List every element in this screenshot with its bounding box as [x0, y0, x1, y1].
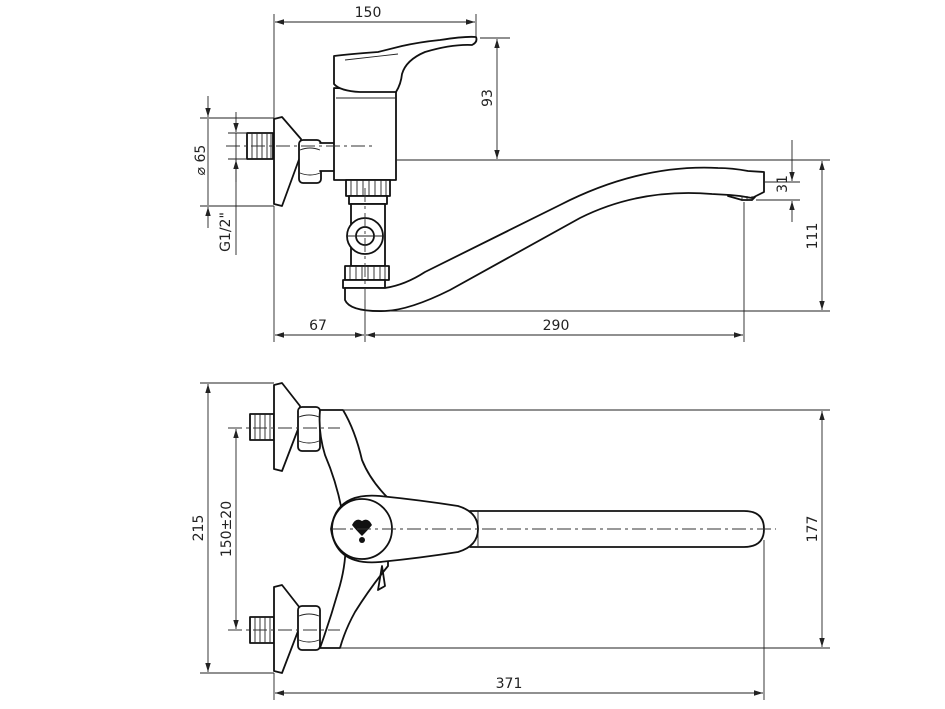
mixer-body	[333, 87, 397, 181]
svg-text:111: 111	[805, 223, 821, 250]
dim-total-height: 215	[191, 382, 274, 674]
svg-text:67: 67	[309, 318, 327, 334]
dim-reach: 67 290	[273, 202, 745, 342]
lever-handle[interactable]	[333, 35, 478, 93]
svg-text:215: 215	[191, 515, 207, 542]
upper-inlet	[249, 382, 321, 472]
wall-flange	[273, 116, 302, 207]
diverter-valve	[342, 179, 391, 289]
spout	[344, 166, 765, 312]
union-nut	[298, 139, 322, 184]
svg-text:G1/2": G1/2"	[218, 212, 234, 252]
svg-text:93: 93	[480, 89, 496, 107]
dim-total-length: 371	[273, 540, 765, 700]
side-view: 150 93 ⌀ 65 G1/2"	[193, 5, 830, 342]
dim-spout-height: 111	[390, 161, 830, 312]
svg-text:177: 177	[805, 516, 821, 543]
svg-text:290: 290	[543, 318, 570, 334]
dim-thread: G1/2"	[218, 112, 247, 255]
svg-text:31: 31	[775, 175, 791, 193]
dim-lever-height: 93	[480, 37, 510, 159]
brand-logo	[352, 519, 372, 543]
svg-text:⌀ 65: ⌀ 65	[193, 145, 209, 176]
lower-inlet	[249, 584, 321, 674]
dim-width: 150	[273, 5, 477, 118]
svg-text:150±20: 150±20	[219, 501, 235, 557]
dim-spout-span: 177	[340, 409, 830, 649]
top-view: 215 150±20 177 371	[191, 382, 830, 700]
dim-spout-drop: 31	[756, 140, 800, 222]
svg-text:371: 371	[496, 676, 523, 692]
svg-text:150: 150	[355, 5, 382, 21]
dim-flange-diameter: ⌀ 65	[193, 96, 274, 228]
dim-centers: 150±20	[219, 429, 239, 629]
